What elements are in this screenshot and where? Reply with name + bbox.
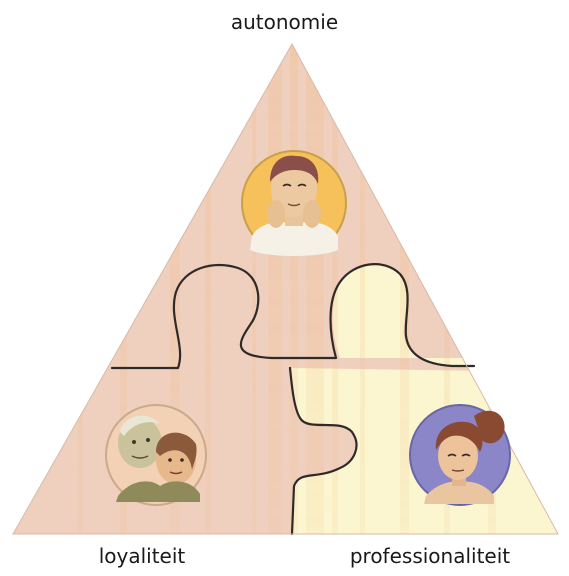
portrait-man-icon bbox=[241, 150, 347, 256]
label-loyaliteit: loyaliteit bbox=[98, 544, 186, 568]
portrait-elderly-couple-icon bbox=[105, 404, 207, 506]
label-autonomie: autonomie bbox=[230, 10, 339, 34]
puzzle-seams bbox=[110, 263, 476, 536]
label-professionaliteit: professionaliteit bbox=[349, 544, 511, 568]
puzzle-knob-right bbox=[332, 263, 558, 372]
triangle-outline bbox=[12, 42, 559, 535]
portrait-woman-ponytail-icon bbox=[409, 404, 511, 506]
